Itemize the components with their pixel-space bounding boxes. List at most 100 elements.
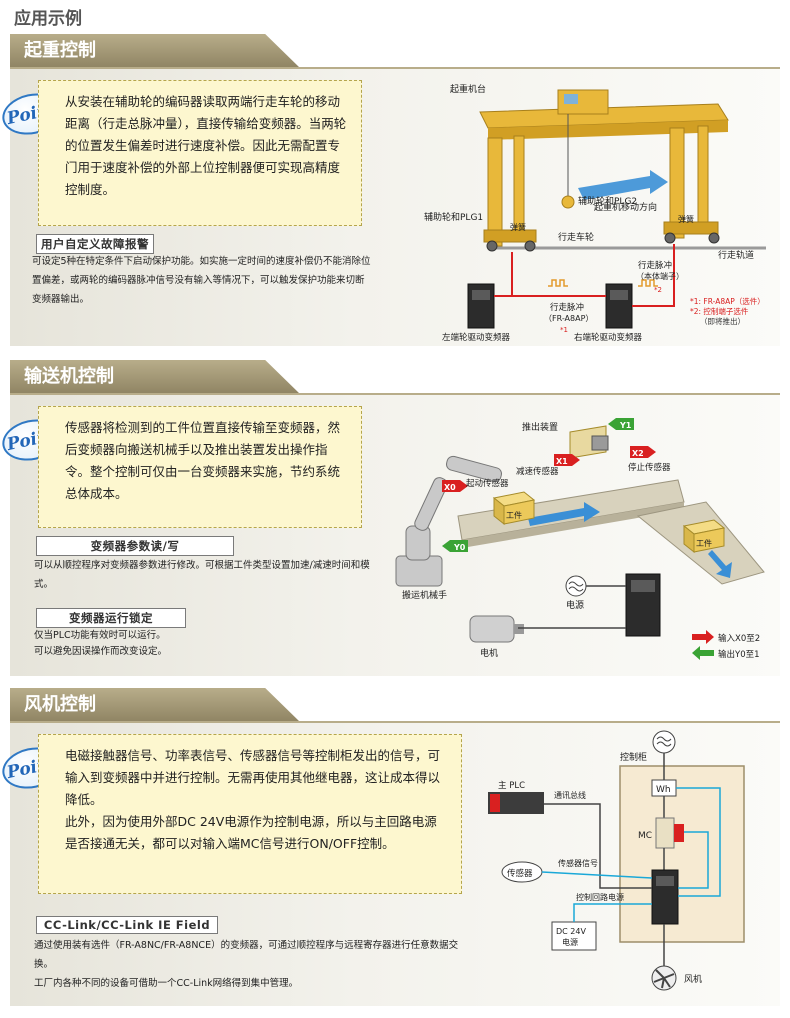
section-crane: 起重控制 Point 从安装在辅助轮的编码器读取两端行走车轮的移动距离（行走总脉… [0, 34, 780, 346]
point-description: 传感器将检测到的工件位置直接传输至变频器，然后变频器向搬送机械手以及推出装置发出… [38, 406, 362, 528]
tag-x2-icon [630, 446, 656, 458]
feature-text-2a: 仅当PLC功能有效时可以运行。 [34, 630, 166, 641]
robot-icon [395, 455, 503, 587]
feature-text-2: 工厂内各种不同的设备可借助一个CC-Link网络得到集中管理。 [34, 978, 299, 989]
label-decel-sensor: 减速传感器 [516, 466, 559, 477]
crane-diagram: 起重机台 起重机移动方向 辅助轮和PLG1 辅助轮和PLG2 弹簧 弹簧 行走车… [424, 83, 766, 342]
label-sensor-signal: 传感器信号 [558, 858, 598, 868]
legend-output: 输出Y0至1 [718, 649, 760, 660]
legend-input: 输入X0至2 [718, 633, 760, 644]
label-stop-sensor: 停止传感器 [628, 462, 671, 473]
section-divider [10, 721, 780, 723]
signal-line-1 [494, 252, 513, 297]
feature-label-2: 变频器运行锁定 [36, 608, 186, 628]
label-power: 电源 [566, 599, 584, 611]
tag-y0-icon [442, 540, 468, 552]
section-divider [10, 393, 780, 395]
label-pulse-left-mark: *1 [560, 326, 568, 334]
tag-x0-icon [442, 480, 468, 492]
label-aux-wheel-1: 辅助轮和PLG1 [424, 211, 483, 223]
pulse-left-icon [548, 279, 568, 287]
feature-text: 可设定5种在特定条件下启动保护功能。如实施一定时间的速度补偿仍不能消除位置偏差，… [32, 256, 371, 305]
left-inverter-icon [467, 283, 495, 329]
label-fan: 风机 [684, 973, 702, 985]
cabinet-box [619, 765, 745, 943]
label-wh: Wh [656, 785, 671, 795]
label-aux-wheel-2: 辅助轮和PLG2 [578, 195, 637, 207]
label-travel-rail: 行走轨道 [718, 249, 754, 261]
section-title: 风机控制 [10, 688, 300, 722]
label-dc-power-1: DC 24V [556, 927, 586, 936]
label-pulse-right-sub: （本体端子） [636, 271, 684, 281]
label-crane-stand: 起重机台 [450, 83, 486, 95]
power-icon [565, 575, 587, 597]
crane-wheels-icon [486, 232, 720, 252]
label-mc: MC [638, 831, 652, 841]
label-pusher: 推出装置 [522, 421, 558, 433]
workpiece-1-icon [492, 491, 536, 526]
label-robot: 搬运机械手 [402, 589, 447, 601]
wh-signal-line [676, 787, 721, 897]
fan-icon [651, 965, 677, 991]
conveyor-diagram: X0 X1 X2 Y0 Y1 推出装置 减速传感器 停止传感器 起动传感器 工件… [395, 418, 765, 660]
label-dc-power-2: 电源 [562, 937, 578, 947]
feature-label-1: 变频器参数读/写 [36, 536, 234, 556]
legend-output-icon [692, 646, 714, 660]
label-spring-1: 弹簧 [510, 222, 526, 232]
note-2: *2: 控制端子选件 [690, 306, 749, 316]
pulse-right-icon [638, 279, 658, 287]
label-pulse-left-sub: （FR-A8AP） [544, 314, 593, 323]
label-travel-wheel: 行走车轮 [558, 231, 594, 243]
tag-y1: Y1 [619, 421, 632, 430]
label-pulse-right-mark: *2 [654, 286, 662, 294]
label-left-inverter: 左端轮驱动变频器 [442, 332, 511, 342]
point-description-1: 电磁接触器信号、功率表信号、传感器信号等控制柜发出的信号，可输入到变频器中并进行… [65, 748, 441, 807]
inverter-icon [625, 573, 661, 637]
label-workpiece-2: 工件 [696, 538, 712, 548]
label-pulse-left: 行走脉冲 [550, 302, 584, 313]
page-title: 应用示例 [14, 9, 82, 29]
label-workpiece-1: 工件 [506, 510, 522, 520]
ac-power-icon [652, 730, 676, 754]
sensor-signal-line [541, 871, 653, 879]
feature-text-2b: 可以避免因误操作而改变设定。 [34, 646, 168, 657]
contactor-icon [655, 817, 684, 849]
plc-icon [488, 792, 544, 814]
label-crane-direction: 起重机移动方向 [594, 201, 657, 213]
tag-x1: X1 [556, 457, 568, 466]
tag-y0: Y0 [453, 543, 466, 552]
label-sensor: 传感器 [507, 868, 533, 879]
section-divider [10, 67, 780, 69]
point-description-2: 此外，因为使用外部DC 24V电源作为控制电源，所以与主回路电源是否接通无关，都… [65, 814, 437, 851]
feature-text-1: 可以从顺控程序对变频器参数进行修改。可根据工件类型设置加速/减速时间和模式。 [34, 560, 370, 590]
feature-label: CC-Link/CC-Link IE Field [36, 916, 218, 934]
section-title: 起重控制 [10, 34, 300, 68]
section-title: 输送机控制 [10, 360, 300, 394]
feature-label: 用户自定义故障报警 [36, 234, 154, 254]
comm-bus-line [544, 803, 652, 889]
tag-x1-icon [554, 454, 580, 466]
note-1: *1: FR-A8AP（选件） [690, 296, 765, 306]
motor-icon [469, 615, 524, 643]
tag-y1-icon [608, 418, 634, 430]
tag-x2: X2 [632, 449, 644, 458]
fan-diagram: 控制柜 Wh MC 风机 [488, 730, 745, 991]
crane-gantry-icon [479, 89, 729, 247]
point-description: 电磁接触器信号、功率表信号、传感器信号等控制柜发出的信号，可输入到变频器中并进行… [38, 734, 462, 894]
signal-line-3 [632, 244, 675, 307]
label-comm-bus: 通讯总线 [554, 790, 586, 800]
direction-arrow-icon [578, 170, 668, 200]
label-start-sensor: 起动传感器 [466, 478, 509, 489]
point-description: 从安装在辅助轮的编码器读取两端行走车轮的移动距离（行走总脉冲量），直接传输给变频… [38, 80, 362, 226]
label-right-inverter: 右端轮驱动变频器 [574, 332, 643, 342]
right-inverter-icon [605, 283, 633, 329]
workpiece-2-icon [682, 519, 726, 554]
label-motor: 电机 [480, 647, 498, 659]
flow-arrow-2 [708, 550, 732, 578]
legend-input-icon [692, 630, 714, 644]
inverter-icon [651, 869, 679, 925]
mc-signal-line [678, 831, 709, 889]
label-main-plc: 主 PLC [498, 780, 525, 791]
section-fan: 风机控制 Point 电磁接触器信号、功率表信号、传感器信号等控制柜发出的信号，… [0, 688, 780, 1006]
flow-arrow-1 [528, 502, 600, 526]
